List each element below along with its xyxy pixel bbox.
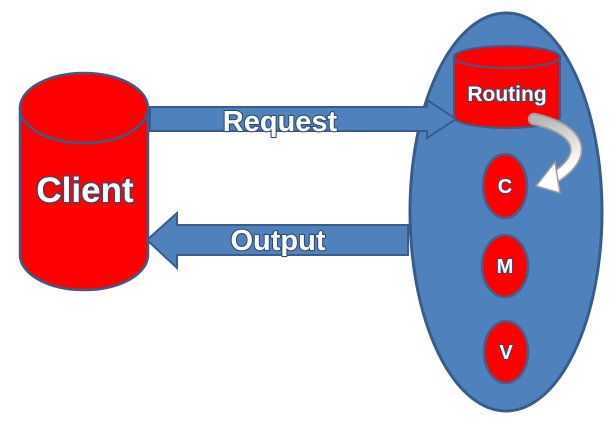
- view-node: [482, 319, 530, 385]
- client-cylinder-top: [18, 71, 150, 145]
- model-label: M: [497, 256, 514, 278]
- controller-node: [481, 152, 529, 220]
- routing-label: Routing: [467, 83, 546, 106]
- routing-to-controller-arrow-icon: [527, 112, 583, 195]
- routing-cylinder-top: [453, 45, 561, 69]
- request-label: Request: [223, 106, 338, 138]
- controller-label: C: [498, 176, 512, 198]
- client-cylinder-body: [18, 106, 150, 292]
- curved-arrow-head: [534, 160, 561, 195]
- output-arrow: [145, 210, 409, 271]
- view-label: V: [499, 342, 513, 364]
- model-node: [480, 233, 530, 299]
- client-label: Client: [36, 171, 134, 210]
- request-arrow: [149, 98, 458, 140]
- output-label: Output: [230, 225, 325, 257]
- curved-arrow-band: [529, 114, 581, 181]
